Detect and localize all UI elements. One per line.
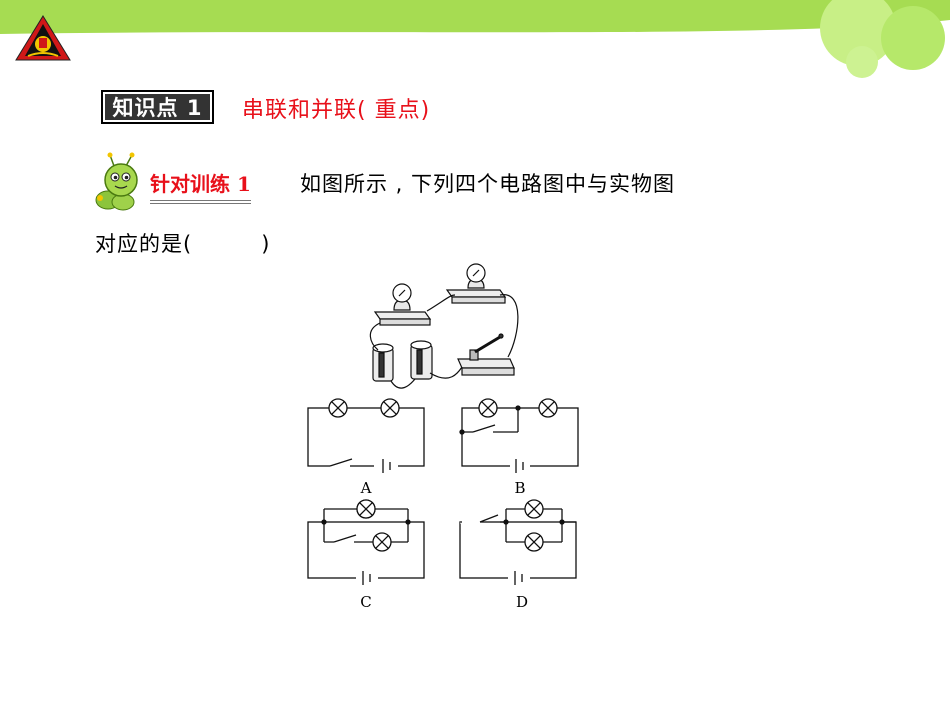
option-label-b: B (514, 479, 525, 497)
option-label-c: C (360, 593, 371, 611)
physical-circuit-drawing (369, 263, 519, 389)
circuit-option-a (307, 398, 425, 473)
question-text-line1: 如图所示 , 下列四个电路图中与实物图 (300, 172, 676, 196)
option-label-a: A (360, 479, 372, 497)
option-label-d: D (516, 593, 528, 611)
logo-emblem-icon (15, 15, 71, 61)
training-label: 针对训练 1 (150, 168, 251, 204)
question-text-line2: 对应的是( ) (95, 232, 271, 256)
knowledge-point-title: 串联和并联( 重点) (242, 98, 431, 123)
circuit-figure: A B C D (307, 263, 579, 611)
knowledge-point-tag: 知识点 1 (101, 90, 214, 124)
circuit-option-b (459, 398, 579, 473)
circuit-option-c (307, 499, 425, 585)
circuit-option-d (459, 499, 577, 585)
mascot-icon (95, 152, 138, 211)
header-banner (0, 0, 950, 78)
